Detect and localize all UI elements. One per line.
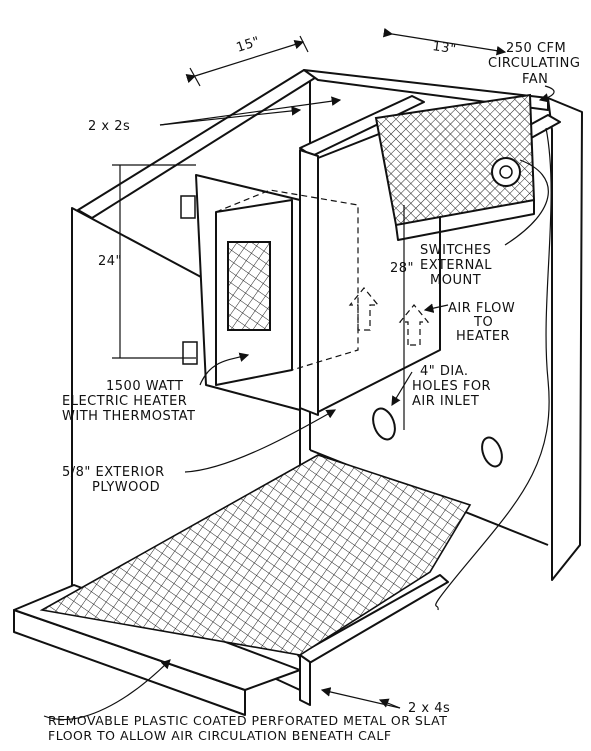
text-labels: 15" 13" 24" 28" 250 CFM CIRCULATING FAN … [48,34,580,743]
leader-heater [199,352,250,386]
leader-2x2s-b [159,96,342,126]
leader-plywood [184,409,337,473]
dim-15-label: 15" [235,34,262,56]
airflow-label-line3: HEATER [456,329,510,344]
airflow-label-line1: AIR FLOW [448,301,515,316]
dim-24-label: 24" [98,254,122,269]
holes-label-line1: 4" DIA. [420,364,469,379]
floor-label-line2: FLOOR TO ALLOW AIR CIRCULATION BENEATH C… [48,728,392,743]
door-hinge-top [180,195,196,219]
switches-label-line3: MOUNT [430,273,481,288]
switches-label-line2: EXTERNAL [420,258,492,273]
leader-holes [391,371,413,407]
dim-28-label: 28" [390,261,414,276]
airflow-label-line2: TO [473,315,493,330]
plywood-label-line2: PLYWOOD [92,480,160,495]
air-inlet-hole-2 [481,436,503,468]
door-hinge-bottom [182,341,198,365]
heater-label-line2: ELECTRIC HEATER [62,394,187,409]
leader-2x2s [159,106,302,126]
top-rail-back [303,69,549,111]
holes-label-line3: AIR INLET [412,394,479,409]
dimension-lines [112,27,507,430]
leader-fan [538,85,555,103]
leader-2x4s-b [378,698,401,709]
air-inlet-hole-1 [372,407,396,441]
fan-label-line2: CIRCULATING [488,56,580,71]
dim-15-line [185,39,305,84]
heater-label-line1: 1500 WATT [106,379,183,394]
heater-outline-hidden [215,189,359,371]
dim-15-tick-right [299,35,309,53]
airflow-arrow-1 [348,287,380,331]
framing-bottom-label: 2 x 4s [408,701,450,716]
dim-13-line [382,27,507,56]
fan-label-line1: 250 CFM [506,41,566,56]
framing-top-label: 2 x 2s [88,119,130,134]
heater-grille [227,241,271,331]
mesh-floor [39,454,472,656]
plywood-label-line1: 5/8" EXTERIOR [62,465,165,480]
switches-label-line1: SWITCHES [420,243,491,258]
fan-housing-edge [395,200,535,241]
fan-hub [499,165,513,179]
center-post [299,149,319,416]
dim-13-label: 13" [431,39,457,57]
heater-label-line3: WITH THERMOSTAT [62,409,195,424]
leader-2x4s-a [320,687,401,709]
leader-lines [43,85,555,721]
fan-label-line3: FAN [522,72,548,87]
dim-15-tick-left [189,67,201,87]
floor-label-line1: REMOVABLE PLASTIC COATED PERFORATED META… [48,713,447,728]
right-wall-panel [547,97,583,581]
wiring-cord [435,127,552,611]
leader-switches [504,159,549,246]
leader-floor [43,659,171,721]
leader-airflow [423,303,449,313]
box-structure [13,69,583,716]
holes-label-line2: HOLES FOR [412,379,491,394]
bottom-2x4-front [299,654,311,706]
airflow-arrow-2 [398,304,430,346]
